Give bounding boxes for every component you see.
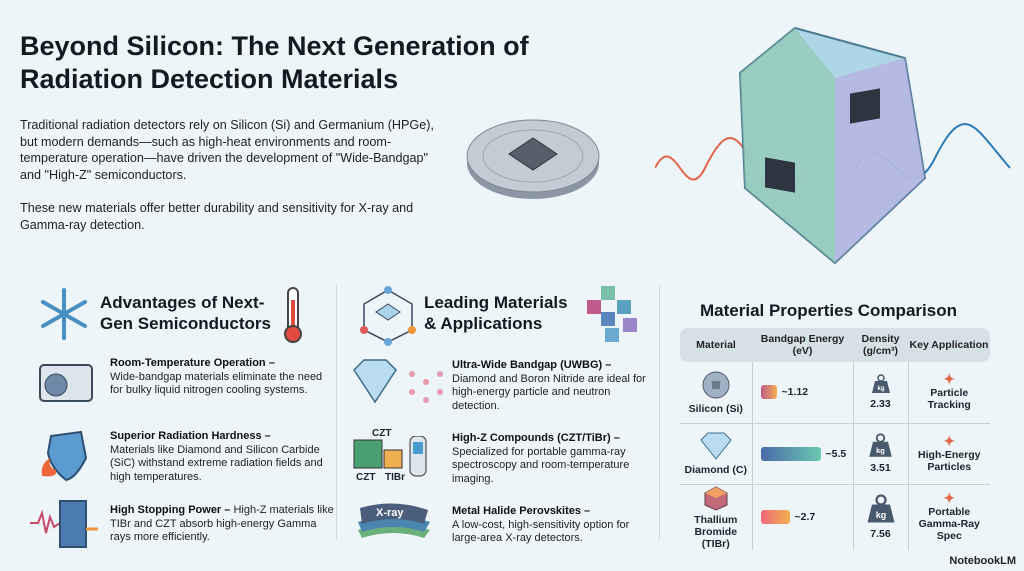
svg-text:kg: kg xyxy=(876,446,885,455)
advantage-item: Superior Radiation Hardness –Materials l… xyxy=(110,430,323,483)
weight-icon: kg xyxy=(871,374,890,394)
advantages-heading: Advantages of Next-Gen Semiconductors xyxy=(100,293,271,333)
material-item: Ultra-Wide Bandgap (UWBG) –Diamond and B… xyxy=(452,359,646,412)
material-item: High-Z Compounds (CZT/TiBr) –Specialized… xyxy=(452,432,630,485)
intro-text-2: These new materials offer better durabil… xyxy=(20,201,414,232)
column-header: Density (g/cm³) xyxy=(853,328,908,362)
weight-icon: kg xyxy=(867,494,894,523)
xray-label: X-ray xyxy=(376,507,404,519)
application-icon: ✦ xyxy=(943,490,956,506)
material-item: Metal Halide Perovskites –A low-cost, hi… xyxy=(452,505,630,544)
materials-heading: Leading Materials & Applications xyxy=(424,293,568,333)
column-header: Bandgap Energy (eV) xyxy=(752,328,853,362)
perovskite-layers-icon xyxy=(358,503,430,538)
bandgap-cell: ~1.12 xyxy=(752,362,854,424)
column-header: Key Application xyxy=(908,328,990,362)
svg-text:kg: kg xyxy=(875,510,886,520)
brand-logo: NotebookLM xyxy=(949,555,1016,567)
tlbr-label: TIBr xyxy=(385,472,405,483)
table-heading: Material Properties Comparison xyxy=(700,301,957,320)
material-cell: Diamond (C) xyxy=(680,423,753,485)
material-properties-table: Material Bandgap Energy (eV) Density (g/… xyxy=(680,328,990,550)
bandgap-bar xyxy=(760,385,777,400)
advantage-item: High Stopping Power – High-Z materials l… xyxy=(110,504,334,543)
cubes-icon xyxy=(587,286,637,342)
stopping-block-icon xyxy=(30,500,98,548)
column-divider xyxy=(336,285,337,540)
czt-label: CZT xyxy=(356,472,376,483)
application-icon: ✦ xyxy=(943,432,956,449)
column-divider xyxy=(659,285,660,540)
application-cell: ✦High-Energy Particles xyxy=(908,423,990,485)
silicon-wafer-icon xyxy=(702,371,730,399)
silicon-chip-illustration xyxy=(466,119,600,199)
bandgap-bar xyxy=(760,446,821,461)
snowflake-icon xyxy=(41,288,87,340)
intro-text: Traditional radiation detectors rely on … xyxy=(20,118,434,182)
svg-text:kg: kg xyxy=(877,386,884,392)
cooling-unit-icon xyxy=(39,364,93,402)
czt-detector-icon xyxy=(353,436,427,477)
bandgap-cell: ~5.5 xyxy=(752,423,854,485)
application-cell: ✦Portable Gamma-Ray Spec xyxy=(918,490,980,542)
crystal-cube-icon xyxy=(704,485,728,511)
application-icon: ✦ xyxy=(943,371,956,388)
bandgap-bar xyxy=(760,510,790,524)
bandgap-cell: ~2.7 xyxy=(752,484,854,550)
diamond-icon xyxy=(353,359,443,404)
advantage-item: Room-Temperature Operation –Wide-bandgap… xyxy=(110,357,323,396)
material-cell: Thallium Bromide (TIBr) xyxy=(680,484,753,550)
column-header: Material xyxy=(680,328,752,362)
thermometer-icon xyxy=(284,287,302,343)
weight-icon: kg xyxy=(869,433,892,457)
crystal-lattice-icon xyxy=(360,286,416,346)
crystal-detector-illustration xyxy=(655,26,1011,265)
shield-icon xyxy=(41,430,88,482)
diamond-icon xyxy=(700,432,732,460)
page-title: Beyond Silicon: The Next Generation of R… xyxy=(20,31,529,94)
material-cell: Silicon (Si) xyxy=(680,362,753,424)
application-cell: ✦Particle Tracking xyxy=(908,362,990,424)
czt-label: CZT xyxy=(372,428,392,439)
